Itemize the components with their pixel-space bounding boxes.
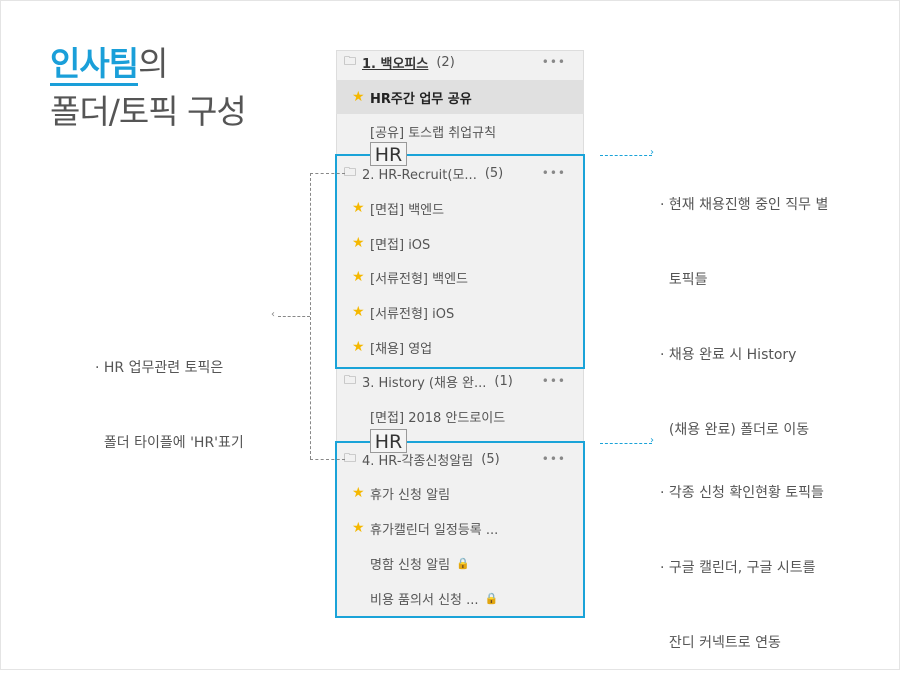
topic-label: 비용 품의서 신청 ... (370, 592, 479, 608)
lock-icon: 🔒 (456, 556, 470, 570)
folder-row[interactable]: 🗀 2. HR-Recruit(모... (5) ••• (336, 156, 584, 190)
topic-label: 휴가캘린더 일정등록 ... (370, 522, 499, 538)
annotation-line: · 현재 채용진행 중인 직무 별 (660, 197, 829, 213)
topic-label: [면접] 백엔드 (370, 202, 445, 218)
more-icon[interactable]: ••• (541, 166, 566, 180)
annotation-hr: · HR 업무관련 토픽은 폴더 타이플에 'HR'표기 (95, 306, 244, 481)
topic-label: [면접] 2018 안드로이드 (370, 410, 506, 426)
star-icon: ★ (352, 235, 365, 251)
topic-item[interactable]: [면접] 2018 안드로이드 (336, 399, 584, 433)
topic-item[interactable]: 비용 품의서 신청 ... 🔒 (336, 581, 584, 615)
star-icon: ★ (352, 89, 365, 105)
topic-item[interactable]: ★ [채용] 영업 (336, 330, 584, 364)
arrow-line (600, 155, 652, 156)
connector-line (310, 173, 345, 174)
folder-name: 4. HR-각종신청알림 (362, 453, 474, 469)
folder-row[interactable]: 🗀 1. 백오피스 (2) ••• (336, 45, 584, 79)
folder-count: (2) (436, 54, 455, 70)
topic-item[interactable]: 명함 신청 알림 🔒 (336, 546, 584, 580)
topic-item[interactable]: ★ [서류전형] 백엔드 (336, 260, 584, 294)
highlight-box-recruit (335, 154, 585, 369)
folder-name: 2. HR-Recruit(모... (362, 167, 477, 183)
annotation-line: · HR 업무관련 토픽은 (95, 360, 224, 376)
more-icon[interactable]: ••• (541, 374, 566, 388)
folder-name: 1. 백오피스 (362, 56, 429, 72)
lock-icon: 🔒 (484, 591, 499, 605)
annotation-line: · 채용 완료 시 History (660, 347, 797, 363)
topic-label: 휴가 신청 알림 (370, 487, 451, 503)
connector-line (310, 459, 345, 460)
folder-icon: 🗀 (344, 372, 357, 387)
topic-item[interactable]: ★ [서류전형] iOS (336, 295, 584, 329)
highlight-box-requests (335, 441, 585, 618)
arrow-line (600, 443, 652, 444)
star-icon: ★ (352, 304, 365, 320)
topic-item[interactable]: [공유] 토스랩 취업규칙 (336, 114, 584, 148)
more-icon[interactable]: ••• (541, 452, 566, 466)
folder-icon: 🗀 (344, 164, 357, 179)
annotation-line: 토픽들 (660, 272, 708, 288)
star-icon: ★ (352, 269, 365, 285)
connector-line (278, 316, 310, 317)
arrow-right-icon: › (650, 435, 654, 446)
star-icon: ★ (352, 485, 365, 501)
folder-count: (5) (484, 165, 504, 181)
topic-item[interactable]: ★ [면접] 백엔드 (336, 191, 584, 225)
folder-row[interactable]: 🗀 4. HR-각종신청알림 (5) ••• (336, 442, 584, 476)
topic-item[interactable]: ★ HR주간 업무 공유 (336, 80, 584, 114)
folder-count: (1) (494, 373, 513, 389)
topic-label: 명함 신청 알림 (370, 557, 451, 573)
annotation-requests: · 각종 신청 확인현황 토픽들 · 구글 캘린더, 구글 시트를 잔디 커넥트… (660, 431, 824, 681)
folder-name: 3. History (채용 완... (362, 375, 487, 391)
hr-badge: HR (370, 142, 407, 166)
hr-badge: HR (370, 429, 407, 453)
annotation-line: (채용 완료) 폴더로 이동 (660, 422, 810, 438)
topic-label: HR주간 업무 공유 (370, 91, 472, 107)
annotation-line: · 각종 신청 확인현황 토픽들 (660, 485, 824, 501)
connector-line (310, 173, 311, 459)
arrow-left-icon: ‹ (271, 309, 275, 320)
title-highlight: 인사팀 (50, 44, 139, 86)
folder-icon: 🗀 (344, 53, 357, 68)
topic-label: [서류전형] iOS (370, 306, 455, 322)
annotation-line: · 구글 캘린더, 구글 시트를 (660, 560, 816, 576)
topic-item[interactable]: ★ 휴가 신청 알림 (336, 476, 584, 510)
topic-item[interactable]: ★ [면접] iOS (336, 226, 584, 260)
folder-row[interactable]: 🗀 3. History (채용 완... (1) ••• (336, 364, 584, 398)
topic-label: [채용] 영업 (370, 341, 433, 357)
annotation-line: 잔디 커넥트로 연동 (660, 635, 781, 651)
arrow-right-icon: › (650, 147, 654, 158)
folder-count: (5) (481, 451, 500, 467)
annotation-recruit: · 현재 채용진행 중인 직무 별 토픽들 · 채용 완료 시 History … (660, 143, 828, 468)
topic-label: [면접] iOS (370, 237, 431, 253)
topic-item[interactable]: ★ 휴가캘린더 일정등록 ... (336, 511, 584, 545)
annotation-line: 폴더 타이플에 'HR'표기 (95, 435, 244, 451)
title-line2: 폴더/토픽 구성 (50, 92, 247, 131)
star-icon: ★ (352, 200, 365, 216)
title-suffix: 의 (138, 44, 168, 83)
star-icon: ★ (352, 520, 365, 536)
topic-label: [서류전형] 백엔드 (370, 271, 468, 287)
more-icon[interactable]: ••• (541, 55, 566, 69)
page-title: 인사팀의 폴더/토픽 구성 (50, 40, 247, 136)
folder-icon: 🗀 (344, 450, 357, 465)
star-icon: ★ (352, 339, 365, 355)
topic-label: [공유] 토스랩 취업규칙 (370, 125, 497, 141)
